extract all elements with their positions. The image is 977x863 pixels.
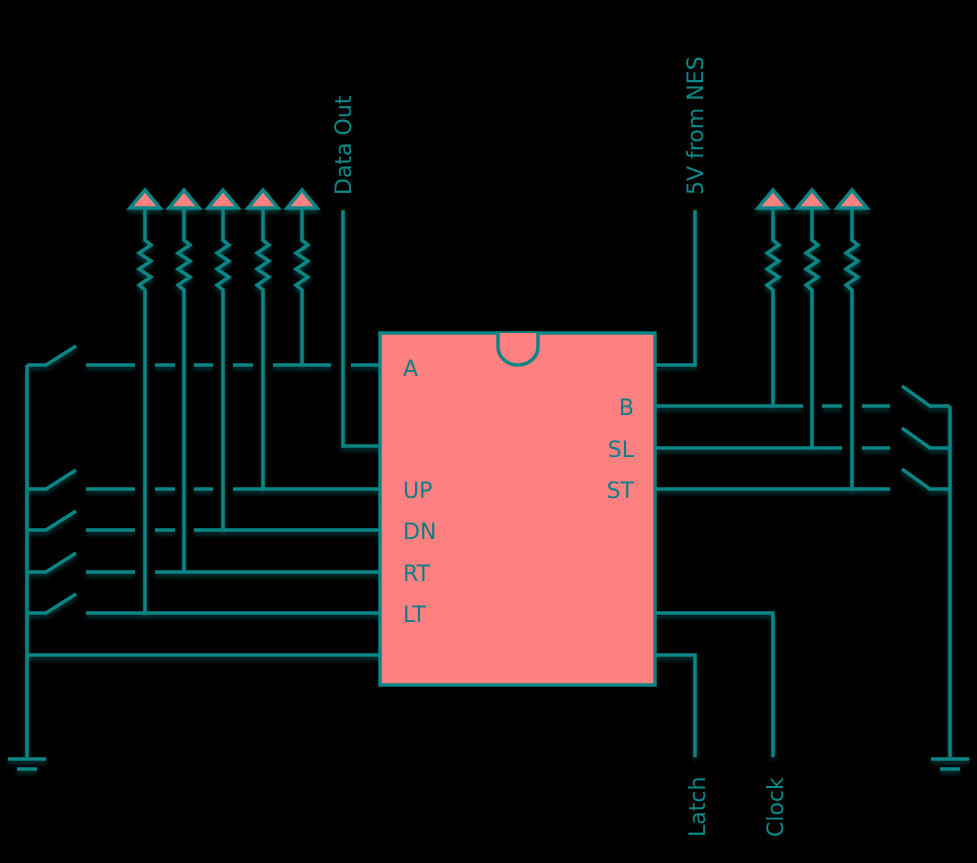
data-out-wire	[341, 210, 380, 448]
switch-icon	[900, 467, 950, 491]
switch-icon	[27, 592, 77, 615]
resistor-icon	[213, 208, 233, 530]
resistor-icon	[842, 208, 862, 489]
resistor-icon	[135, 208, 155, 613]
switch-icon	[27, 551, 77, 574]
resistor-icon	[292, 208, 312, 365]
latch-label: Latch	[686, 777, 711, 837]
pullup-triangle-icon	[126, 187, 164, 210]
pin-up: UP	[403, 479, 432, 504]
switch-icon	[27, 468, 77, 491]
pullup-triangle-icon	[204, 187, 242, 210]
pin-dn: DN	[403, 520, 436, 545]
pullup-triangle-icon	[244, 187, 282, 210]
pin-st: ST	[607, 479, 635, 504]
pin-b: B	[619, 396, 634, 421]
vcc-label: 5V from NES	[684, 56, 709, 195]
pullup-triangle-icon	[754, 187, 792, 210]
vcc-wire	[655, 210, 697, 367]
pullup-triangle-icon	[793, 187, 831, 210]
pin-rt: RT	[403, 562, 431, 587]
chip-notch	[496, 333, 540, 367]
pin-sl: SL	[608, 438, 635, 463]
switch-icon	[900, 426, 950, 450]
chip	[378, 331, 657, 687]
ground-icon	[8, 757, 46, 771]
pin-lt: LT	[403, 603, 426, 628]
resistor-icon	[253, 208, 273, 489]
resistor-icon	[802, 208, 822, 448]
ground-icon	[931, 757, 969, 771]
pin-a: A	[403, 357, 418, 382]
clock-wire	[655, 611, 775, 757]
switch-icon	[27, 344, 77, 367]
resistor-icon	[174, 208, 194, 572]
resistor-icon	[763, 208, 783, 406]
data-out-label: Data Out	[332, 95, 357, 195]
switch-icon	[27, 509, 77, 532]
switch-icon	[900, 384, 950, 408]
clock-label: Clock	[764, 777, 789, 837]
pullup-triangle-icon	[283, 187, 321, 210]
pullup-triangle-icon	[833, 187, 871, 210]
latch-wire	[655, 653, 697, 757]
pullup-triangle-icon	[165, 187, 203, 210]
